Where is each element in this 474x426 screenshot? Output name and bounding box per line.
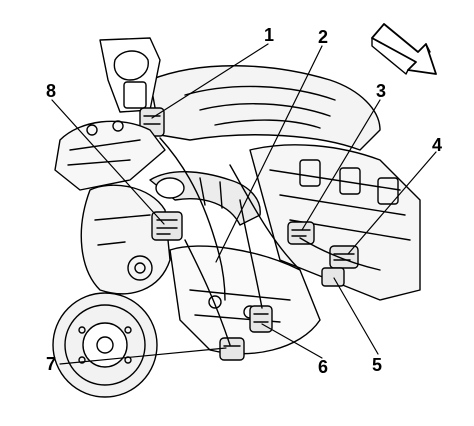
- leader-5: [333, 277, 379, 355]
- leader-8: [51, 99, 165, 225]
- callout-5: 5: [372, 355, 383, 375]
- callout-4: 4: [432, 135, 443, 155]
- leader-6: [261, 323, 323, 359]
- callout-8: 8: [46, 81, 57, 101]
- callout-leaders: [51, 43, 437, 365]
- leader-2: [215, 45, 323, 263]
- callout-1: 1: [264, 25, 275, 45]
- leader-3: [301, 99, 381, 231]
- callout-7: 7: [46, 354, 57, 374]
- leader-1: [151, 43, 269, 119]
- callout-6: 6: [318, 357, 329, 377]
- leader-4: [347, 151, 437, 255]
- callout-2: 2: [318, 27, 329, 47]
- callout-3: 3: [376, 81, 387, 101]
- direction-arrow-icon: [371, 23, 437, 75]
- leader-7: [59, 347, 227, 365]
